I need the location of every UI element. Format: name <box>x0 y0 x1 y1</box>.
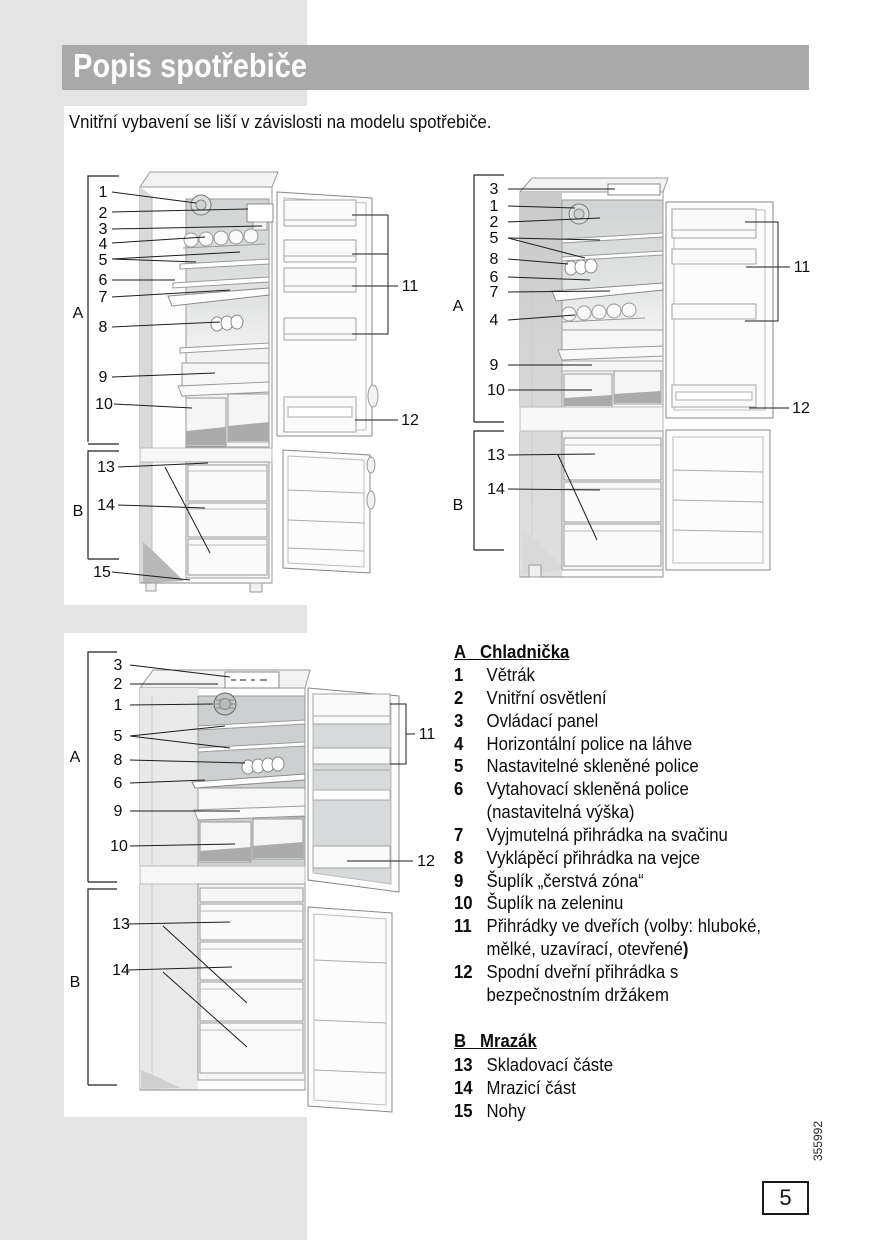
svg-text:A: A <box>70 749 81 766</box>
svg-text:10: 10 <box>95 396 113 413</box>
svg-text:8: 8 <box>114 752 123 769</box>
svg-text:3: 3 <box>490 181 499 198</box>
svg-text:15: 15 <box>93 564 111 581</box>
svg-text:7: 7 <box>490 284 499 301</box>
svg-text:8: 8 <box>490 251 499 268</box>
svg-text:6: 6 <box>490 269 499 286</box>
svg-text:9: 9 <box>114 803 123 820</box>
svg-text:4: 4 <box>490 312 499 329</box>
svg-text:10: 10 <box>110 838 128 855</box>
svg-text:9: 9 <box>99 369 108 386</box>
svg-text:5: 5 <box>490 230 499 247</box>
svg-text:13: 13 <box>487 447 505 464</box>
svg-text:5: 5 <box>114 728 123 745</box>
svg-text:12: 12 <box>792 400 810 417</box>
svg-text:1: 1 <box>99 184 108 201</box>
svg-text:12: 12 <box>401 412 419 429</box>
svg-text:14: 14 <box>112 962 130 979</box>
svg-text:3: 3 <box>114 657 123 674</box>
svg-text:2: 2 <box>490 214 499 231</box>
svg-text:5: 5 <box>99 252 108 269</box>
svg-text:B: B <box>70 974 81 991</box>
svg-text:1: 1 <box>114 697 123 714</box>
svg-text:A: A <box>73 305 84 322</box>
svg-text:2: 2 <box>114 676 123 693</box>
svg-text:12: 12 <box>417 853 435 870</box>
svg-text:13: 13 <box>112 916 130 933</box>
svg-text:14: 14 <box>487 481 505 498</box>
svg-text:11: 11 <box>419 726 436 743</box>
svg-text:B: B <box>453 497 464 514</box>
svg-text:9: 9 <box>490 357 499 374</box>
svg-text:1: 1 <box>490 198 499 215</box>
svg-text:8: 8 <box>99 319 108 336</box>
svg-text:7: 7 <box>99 289 108 306</box>
svg-text:4: 4 <box>99 236 108 253</box>
svg-text:10: 10 <box>487 382 505 399</box>
svg-text:11: 11 <box>402 278 419 295</box>
svg-text:11: 11 <box>794 259 811 276</box>
svg-text:2: 2 <box>99 205 108 222</box>
svg-text:13: 13 <box>97 459 115 476</box>
svg-text:6: 6 <box>114 775 123 792</box>
svg-text:A: A <box>453 298 464 315</box>
svg-text:B: B <box>73 503 84 520</box>
svg-text:6: 6 <box>99 272 108 289</box>
svg-text:3: 3 <box>99 221 108 238</box>
svg-text:14: 14 <box>97 497 115 514</box>
